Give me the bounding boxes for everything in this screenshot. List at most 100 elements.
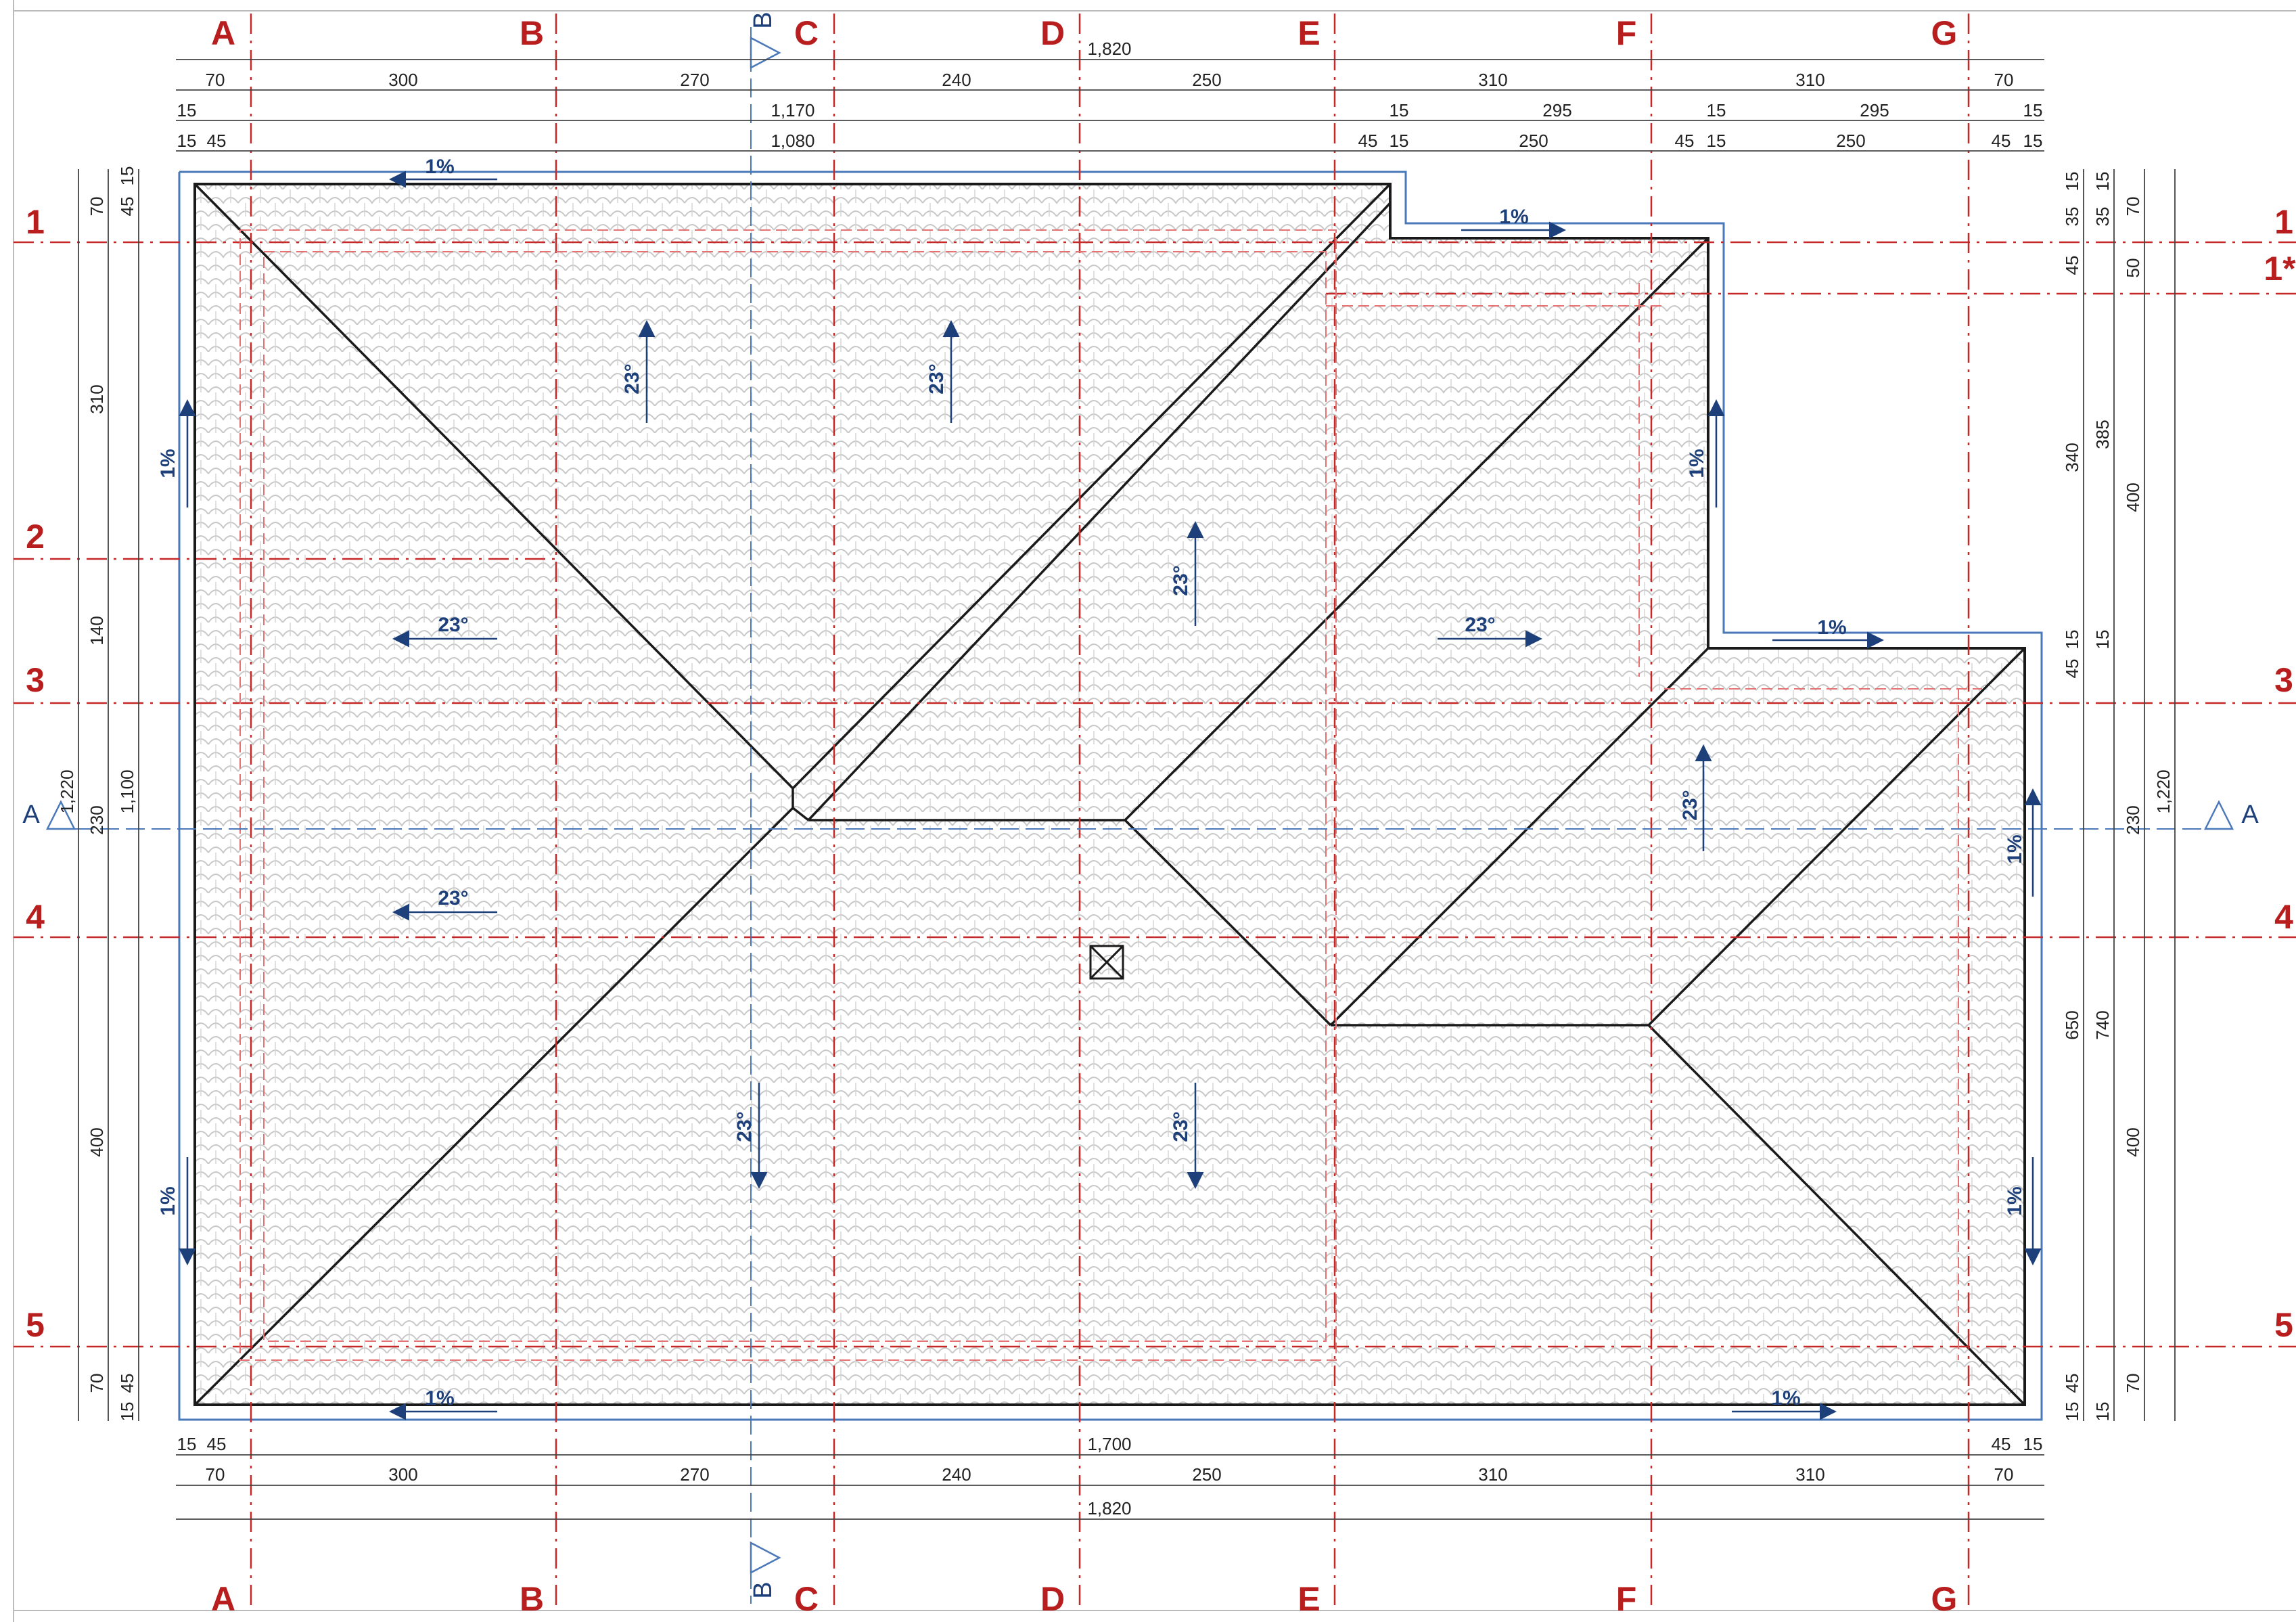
grid-columns — [250, 14, 1970, 1610]
dim-right-a: 45 — [2062, 256, 2082, 275]
dim-right-bottom: 70 — [2123, 1374, 2143, 1393]
dimension-lines — [78, 59, 2176, 1520]
gutter-slope-left-bottom: 1% — [157, 1186, 179, 1215]
row-label-3-left: 3 — [26, 661, 45, 699]
dim-bottom-span: 270 — [680, 1464, 709, 1485]
dim-left-bottom: 70 — [87, 1374, 107, 1393]
dim-top-row3: 15 — [177, 131, 197, 151]
dim-left-outer: 1,220 — [57, 769, 77, 813]
dim-left-top: 15 — [117, 166, 137, 186]
col-label-a-top: A — [211, 14, 235, 52]
roof-ridges — [193, 183, 2026, 1406]
dim-bottom-overall: 1,820 — [1087, 1498, 1131, 1518]
dim-top-span: 270 — [680, 70, 709, 90]
dim-top-row3: 250 — [1519, 131, 1548, 151]
dim-top-row2: 15 — [2023, 100, 2043, 120]
section-b-bottom: B — [749, 1581, 777, 1598]
slope-annotations: 1% 1% 1% 1% 1% 1% 1% 1% 1% 1% 23° 23° 23… — [157, 156, 2042, 1420]
dim-top-span: 240 — [942, 70, 971, 90]
dim-top-row2: 295 — [1860, 100, 1889, 120]
dim-right-b: 385 — [2092, 420, 2113, 449]
dim-right-mid: 15 — [2092, 630, 2113, 650]
dim-bottom-span: 300 — [388, 1464, 417, 1485]
dim-left-bottom: 45 — [117, 1374, 137, 1393]
dim-left-mid: 1,100 — [117, 769, 137, 813]
row-label-1star-right: 1* — [2264, 250, 2296, 288]
dim-top-span: 310 — [1795, 70, 1824, 90]
dim-top-row2: 1,170 — [771, 100, 814, 120]
dim-top-row2: 15 — [177, 100, 197, 120]
col-label-b-bottom: B — [520, 1580, 544, 1618]
roof-pitch-top-d: 23° — [925, 363, 948, 394]
dim-right-top: 15 — [2062, 172, 2082, 192]
dim-bottom-span: 70 — [1994, 1464, 2014, 1485]
dim-left-span: 310 — [87, 384, 107, 413]
dim-right-b: 740 — [2092, 1010, 2113, 1039]
dim-right-a: 230 — [2123, 805, 2143, 834]
dim-top-span: 250 — [1192, 70, 1221, 90]
row-labels: 1 2 3 4 5 1 1* 3 4 5 — [26, 203, 2296, 1344]
dim-top-row3: 15 — [2023, 131, 2043, 151]
roof-pitch-bottom-c: 23° — [733, 1111, 756, 1142]
col-label-g-bottom: G — [1931, 1580, 1958, 1618]
dim-top-overall: 1,820 — [1087, 39, 1131, 59]
gutter-slope-left-top: 1% — [157, 449, 179, 478]
dim-bottom-row1: 45 — [207, 1434, 227, 1454]
row-label-4-left: 4 — [26, 898, 45, 936]
top-dimensions: 1,820 70 300 270 240 250 310 310 70 15 1… — [177, 39, 2043, 151]
section-a-left: A — [22, 801, 40, 829]
gutter-slope-bottom-right: 1% — [1771, 1387, 1800, 1410]
dim-right-bottom: 45 — [2062, 1374, 2082, 1393]
dim-top-row3: 1,080 — [771, 131, 814, 151]
row-label-1-left: 1 — [26, 203, 45, 241]
section-markers: A A B B — [22, 12, 2259, 1598]
roof-pitch-left-lower: 23° — [438, 887, 468, 909]
dim-left-top: 45 — [117, 197, 137, 217]
dim-bottom-span: 310 — [1478, 1464, 1507, 1485]
dim-top-row3: 45 — [1992, 131, 2011, 151]
dim-top-span: 70 — [1994, 70, 2014, 90]
gutter-slope-top-right: 1% — [1817, 616, 1846, 639]
dim-left-bottom: 15 — [117, 1402, 137, 1422]
left-dimensions: 1,220 1,100 70 45 15 310 140 230 400 70 … — [57, 166, 137, 1422]
roof-pitch-bottom-d: 23° — [1170, 1111, 1192, 1142]
dim-right-c: 400 — [2123, 1127, 2143, 1156]
dim-top-span: 300 — [388, 70, 417, 90]
roof-surface — [195, 184, 2025, 1405]
section-a-right: A — [2241, 801, 2259, 829]
dim-right-top: 35 — [2062, 207, 2082, 227]
roof-pitch-center: 23° — [1170, 565, 1192, 595]
col-label-b-top: B — [520, 14, 544, 52]
dim-left-span: 140 — [87, 616, 107, 645]
section-lines — [74, 27, 2212, 1604]
dim-top-row3: 45 — [207, 131, 227, 151]
col-label-d-bottom: D — [1040, 1580, 1065, 1618]
roof-pitch-top-b: 23° — [621, 363, 643, 394]
col-label-e-bottom: E — [1298, 1580, 1320, 1618]
dim-right-a: 340 — [2062, 443, 2082, 472]
dim-top-row3: 45 — [1358, 131, 1378, 151]
row-label-3-right: 3 — [2274, 661, 2293, 699]
grid-rows — [14, 241, 2296, 1348]
dim-left-span: 230 — [87, 805, 107, 834]
dim-right-top: 70 — [2123, 197, 2143, 217]
dim-bottom-span: 310 — [1795, 1464, 1824, 1485]
eave-lines — [239, 229, 1982, 1361]
row-label-5-left: 5 — [26, 1306, 45, 1344]
dim-bottom-row1: 45 — [1992, 1434, 2011, 1454]
col-label-c-bottom: C — [794, 1580, 819, 1618]
column-labels: A B C D E F G A B C D E F G — [211, 14, 1958, 1618]
roof-pitch-wing: 23° — [1679, 790, 1701, 820]
dim-right-top: 35 — [2092, 207, 2113, 227]
dim-right-a: 650 — [2062, 1010, 2082, 1039]
dim-top-row2: 15 — [1707, 100, 1726, 120]
section-b-top: B — [749, 12, 777, 28]
dim-bottom-row1: 15 — [177, 1434, 197, 1454]
dim-right-c: 1,220 — [2153, 769, 2174, 813]
dim-top-row3: 45 — [1675, 131, 1695, 151]
col-label-d-top: D — [1040, 14, 1065, 52]
gutter-slope-right-upper: 1% — [1686, 449, 1708, 478]
roof-pitch-right-upper: 23° — [1465, 614, 1495, 636]
gutter-slope-right-bottom: 1% — [2004, 1186, 2026, 1215]
